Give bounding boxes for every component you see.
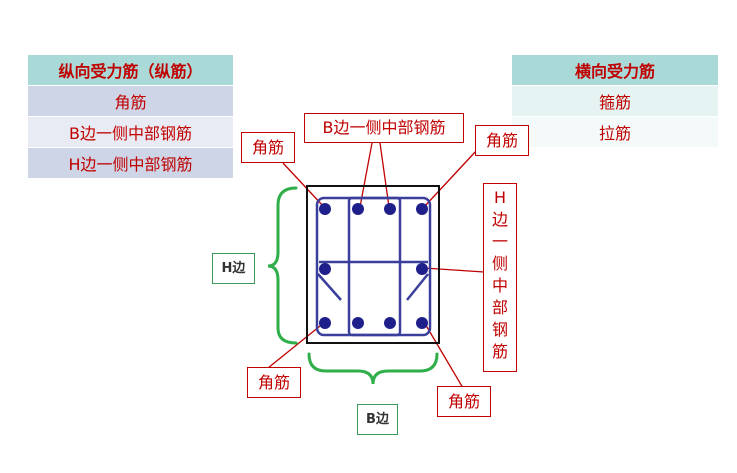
h-side-char: 边	[491, 210, 508, 229]
b-dimension-brace	[307, 352, 439, 385]
bar-b-middle-bottom-1	[352, 317, 364, 329]
leader-b-middle-2	[379, 142, 390, 208]
label-h-side-middle: H 边 一 侧 中 部 钢 筋	[483, 183, 517, 372]
tie-hook-left	[317, 273, 342, 301]
leader-top-right	[423, 149, 478, 208]
transverse-table-header: 横向受力筋	[511, 54, 719, 86]
column-section-outline	[306, 185, 440, 344]
leader-lines	[267, 142, 485, 389]
label-corner-bottom-left: 角筋	[247, 367, 301, 398]
inner-stirrup	[347, 196, 402, 337]
leader-b-middle-1	[359, 142, 373, 208]
bar-corner-top-right	[416, 203, 428, 215]
label-b-side-middle: B边一侧中部钢筋	[304, 113, 464, 143]
label-corner-top-right: 角筋	[475, 125, 529, 156]
tie-hook-right	[406, 273, 429, 301]
h-dimension-brace	[267, 186, 298, 345]
h-side-char: 部	[491, 298, 508, 317]
bar-b-middle-top-1	[352, 203, 364, 215]
label-corner-bottom-right: 角筋	[437, 386, 491, 417]
longitudinal-rebar-table: 纵向受力筋（纵筋） 角筋 B边一侧中部钢筋 H边一侧中部钢筋	[27, 54, 234, 179]
h-side-char: 一	[491, 232, 508, 251]
transverse-rebar-table: 横向受力筋 箍筋 拉筋	[511, 54, 719, 148]
bar-corner-top-left	[319, 203, 331, 215]
transverse-row-stirrup: 箍筋	[511, 85, 719, 117]
outer-stirrup	[315, 196, 432, 337]
b-dimension-label: B边	[357, 404, 398, 435]
leader-top-left	[282, 162, 325, 208]
bar-h-middle-left	[319, 263, 331, 275]
h-side-char: 中	[491, 276, 508, 295]
leader-h-middle	[423, 267, 485, 273]
leader-bottom-left	[267, 321, 326, 369]
stirrups	[315, 196, 432, 337]
transverse-row-tie: 拉筋	[511, 116, 719, 148]
bar-b-middle-bottom-2	[384, 317, 396, 329]
h-side-char: 侧	[491, 254, 508, 273]
h-side-char: 筋	[491, 342, 508, 361]
bar-corner-bottom-right	[416, 317, 428, 329]
dimension-braces	[267, 186, 439, 385]
h-side-char: H	[493, 188, 507, 207]
leader-bottom-right	[423, 321, 464, 389]
bar-h-middle-right	[416, 263, 428, 275]
longitudinal-bars	[319, 203, 428, 329]
bar-b-middle-top-2	[384, 203, 396, 215]
h-dimension-label: H边	[212, 253, 255, 284]
longitudinal-row-h-side: H边一侧中部钢筋	[27, 147, 234, 179]
h-side-char: 钢	[491, 320, 508, 339]
label-corner-top-left: 角筋	[241, 132, 295, 163]
bar-corner-bottom-left	[319, 317, 331, 329]
longitudinal-table-header: 纵向受力筋（纵筋）	[27, 54, 234, 86]
